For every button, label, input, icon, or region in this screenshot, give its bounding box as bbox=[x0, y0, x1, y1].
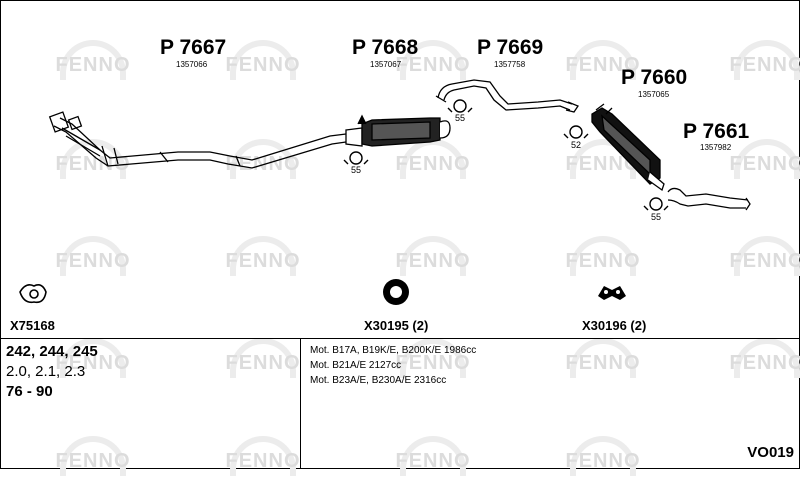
clamp-icon bbox=[343, 151, 369, 165]
watermark: FENNO bbox=[208, 432, 318, 482]
gasket-icon bbox=[19, 284, 47, 304]
clamp-number: 55 bbox=[351, 165, 362, 175]
vehicle-engines: 2.0, 2.1, 2.3 bbox=[6, 363, 86, 380]
vehicle-years: 76 - 90 bbox=[6, 383, 53, 400]
intermediate-pipe bbox=[435, 79, 579, 113]
watermark: FENNO bbox=[378, 334, 488, 384]
part-number: P 7669 bbox=[477, 36, 544, 59]
watermark: FENNO bbox=[548, 334, 658, 384]
watermark: FENNO bbox=[378, 36, 488, 86]
part-number: P 7660 bbox=[621, 66, 688, 89]
watermark: FENNO bbox=[378, 232, 488, 282]
clamp-icon bbox=[447, 99, 473, 113]
part-ref: 1357065 bbox=[638, 90, 670, 99]
clamp-number: 55 bbox=[455, 113, 466, 123]
table-divider bbox=[0, 338, 800, 339]
watermark: FENNO bbox=[208, 36, 318, 86]
watermark: FENNO bbox=[712, 36, 800, 86]
watermark: FENNO bbox=[38, 36, 148, 86]
part-ref: 1357066 bbox=[176, 60, 208, 69]
vehicle-models: 242, 244, 245 bbox=[6, 343, 98, 360]
part-number: P 7667 bbox=[160, 36, 227, 59]
clamp-icon bbox=[643, 197, 669, 211]
watermark: FENNO bbox=[208, 232, 318, 282]
part-number: P 7668 bbox=[352, 36, 419, 59]
watermark: FENNO bbox=[712, 135, 800, 185]
watermark: FENNO bbox=[548, 36, 658, 86]
engine-code: Mot. B23A/E, B230A/E 2316cc bbox=[310, 375, 447, 386]
accessory-label: X75168 bbox=[10, 318, 55, 333]
tail-pipe bbox=[667, 187, 751, 211]
watermark: FENNO bbox=[548, 432, 658, 482]
part-ref: 1357067 bbox=[370, 60, 402, 69]
watermark: FENNO bbox=[208, 334, 318, 384]
rear-silencer bbox=[591, 103, 665, 192]
part-ref: 1357758 bbox=[494, 60, 526, 69]
engine-code: Mot. B21A/E 2127cc bbox=[310, 360, 402, 371]
watermark: FENNO bbox=[38, 232, 148, 282]
centre-silencer bbox=[345, 114, 451, 147]
engine-code: Mot. B17A, B19K/E, B200K/E 1986cc bbox=[310, 345, 477, 356]
front-pipe bbox=[48, 111, 347, 169]
watermark: FENNO bbox=[38, 432, 148, 482]
accessory-label: X30196 (2) bbox=[582, 318, 647, 333]
clamp-number: 55 bbox=[651, 212, 662, 222]
rubber-mount-icon bbox=[598, 286, 626, 300]
watermark: FENNO bbox=[548, 232, 658, 282]
exhaust-diagram bbox=[19, 79, 751, 305]
clamp-icon bbox=[563, 125, 589, 139]
ring-gasket-icon bbox=[383, 279, 409, 305]
watermark: FENNO bbox=[38, 334, 148, 384]
watermark: FENNO bbox=[378, 432, 488, 482]
part-number: P 7661 bbox=[683, 120, 750, 143]
part-ref: 1357982 bbox=[700, 143, 732, 152]
watermark: FENNO bbox=[712, 334, 800, 384]
accessory-label: X30195 (2) bbox=[364, 318, 429, 333]
catalog-code: VO019 bbox=[747, 444, 794, 461]
clamp-number: 52 bbox=[571, 140, 582, 150]
watermark: FENNO bbox=[712, 232, 800, 282]
table-column-divider bbox=[300, 338, 301, 469]
